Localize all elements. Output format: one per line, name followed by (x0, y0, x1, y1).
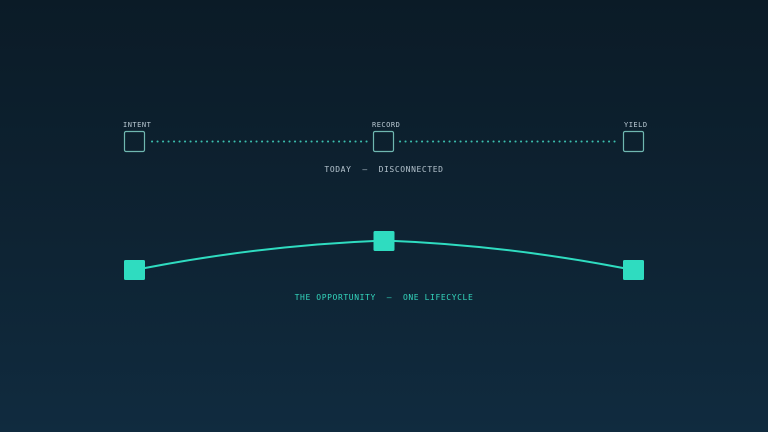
node-intent-filled (124, 260, 145, 280)
node-yield-filled (623, 260, 644, 280)
node-label-yield: YIELD (624, 121, 648, 129)
node-label-intent: INTENT (123, 121, 152, 129)
node-record-filled (373, 231, 395, 251)
node-record-outline (372, 130, 395, 153)
node-intent-outline (123, 130, 146, 153)
caption-opportunity: THE OPPORTUNITY — ONE LIFECYCLE (294, 293, 474, 302)
node-label-record: RECORD (372, 121, 401, 129)
caption-today: TODAY — DISCONNECTED (324, 165, 444, 174)
node-yield-outline (622, 130, 645, 153)
